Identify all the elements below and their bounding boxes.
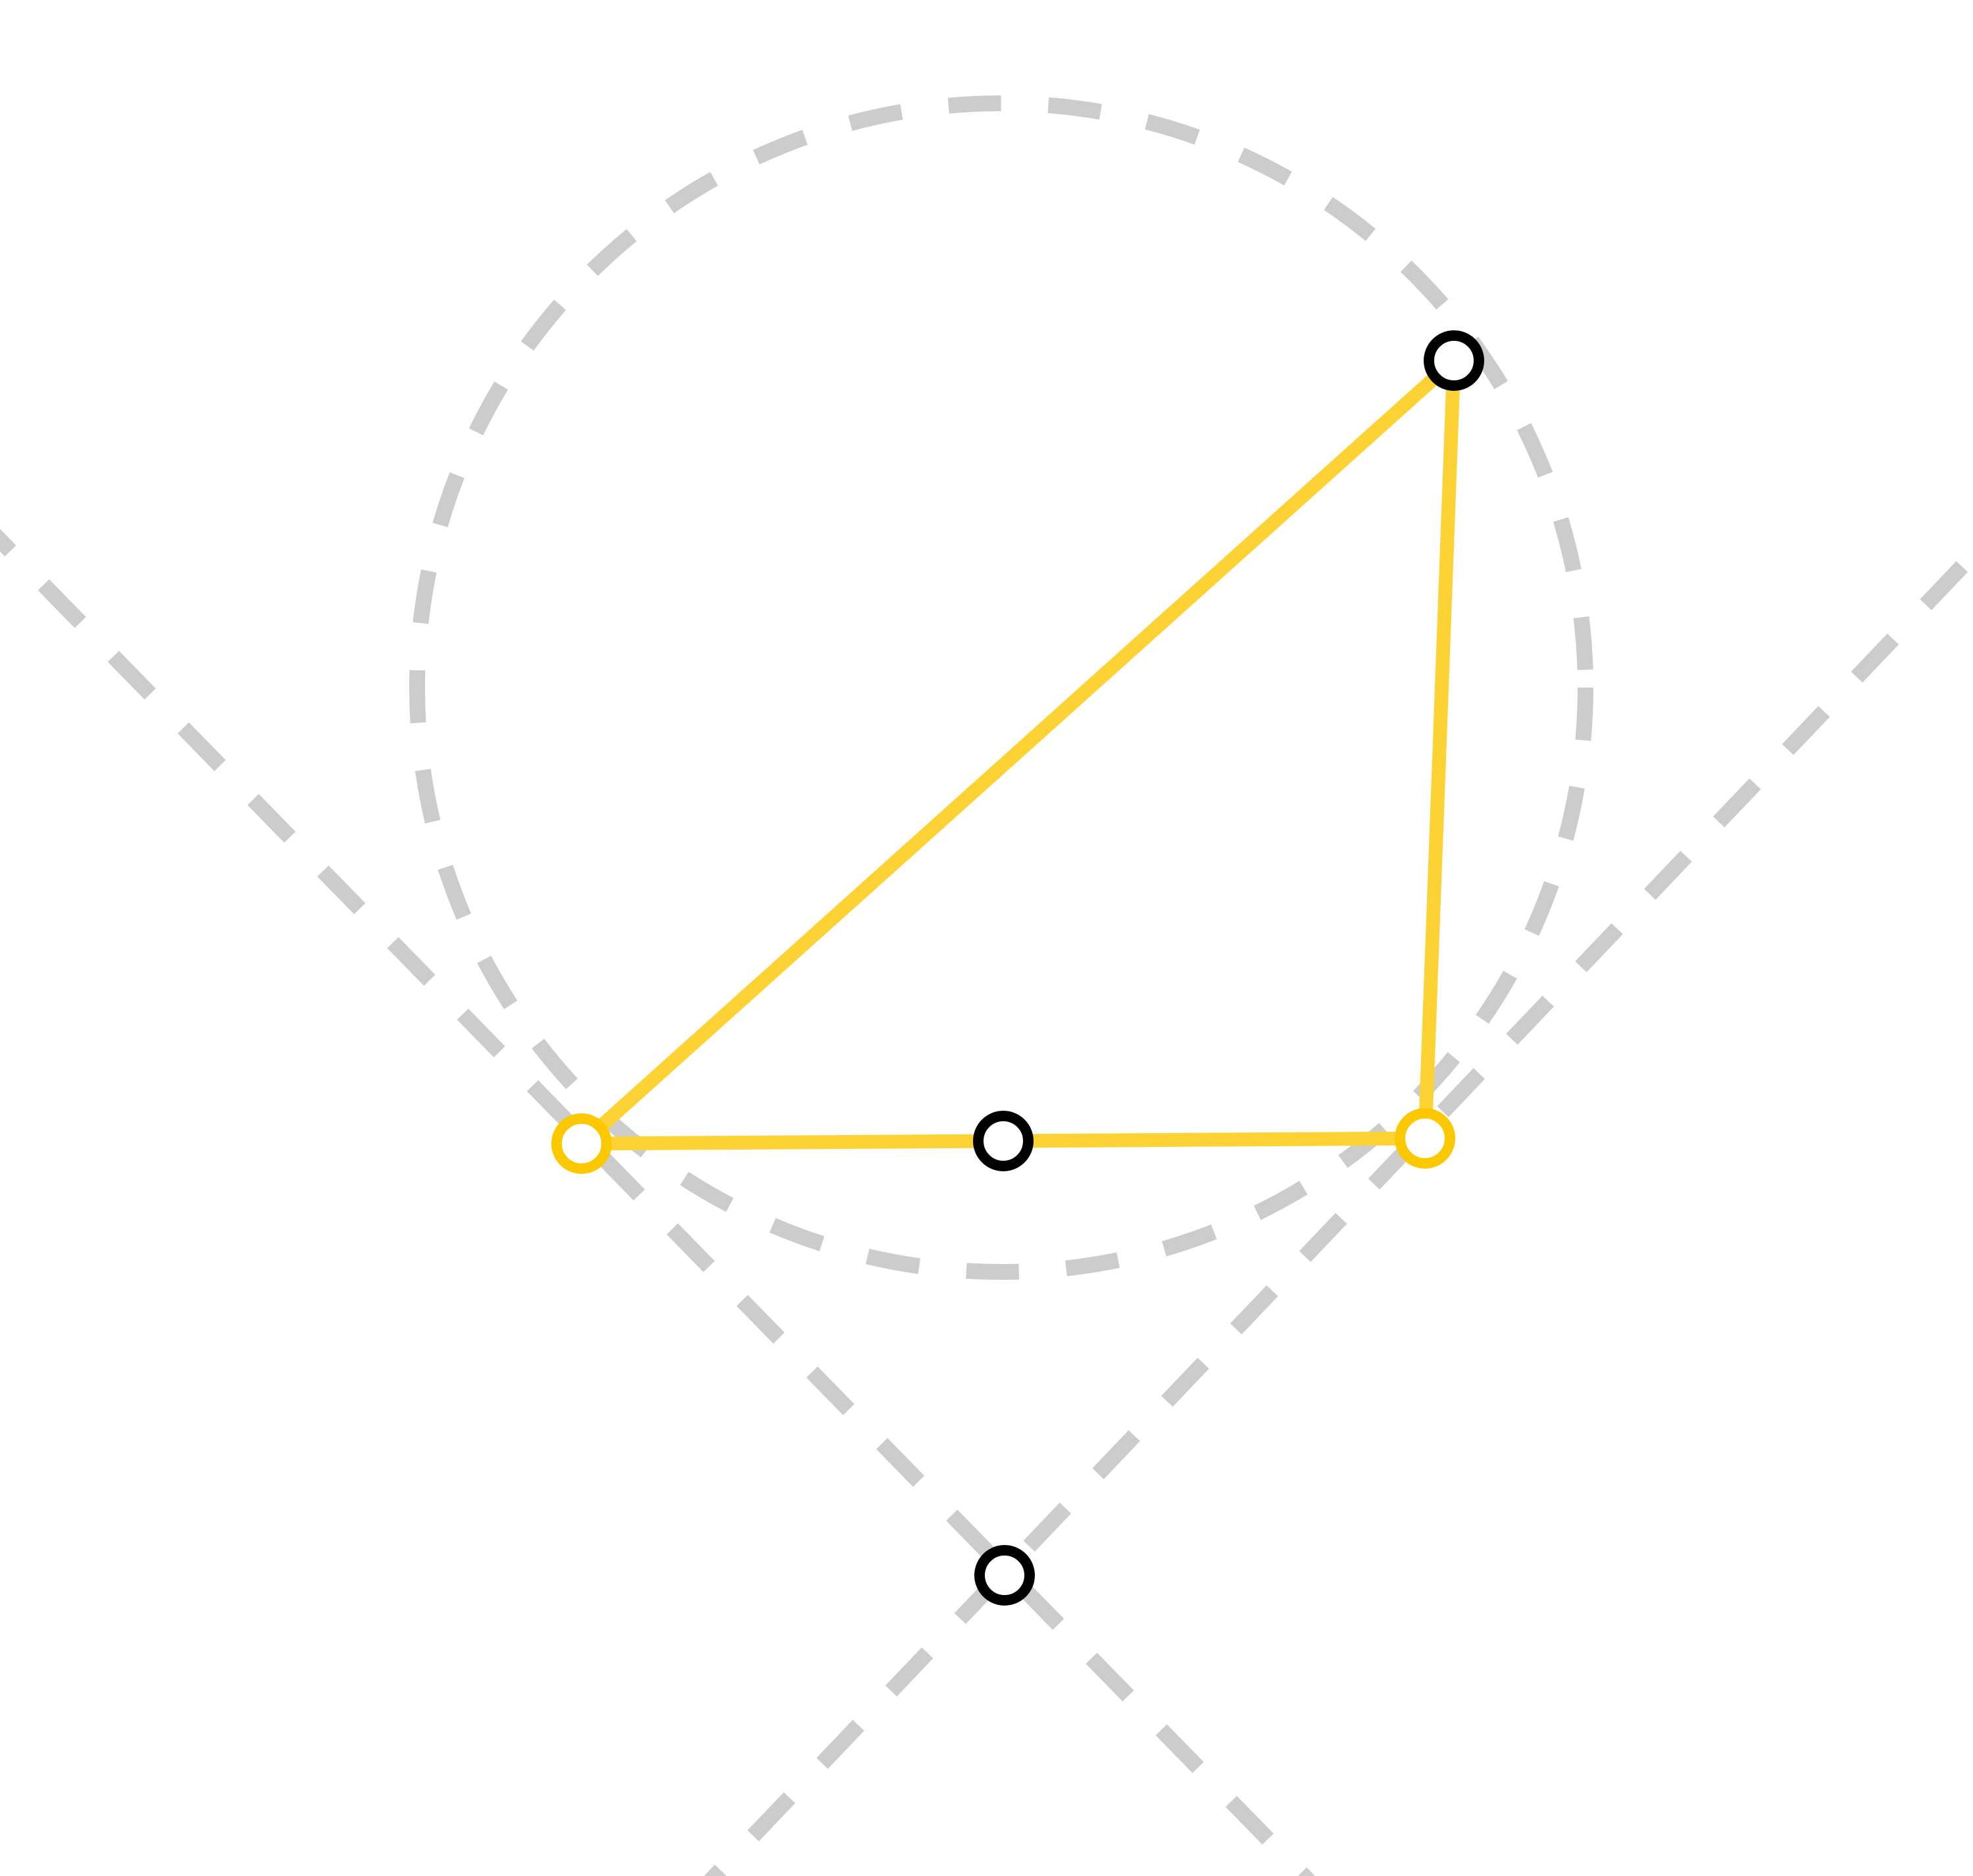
tangent-line-right (704, 544, 1973, 1876)
right-vertex[interactable] (1395, 1108, 1455, 1169)
tangent-intersection[interactable] (974, 1545, 1035, 1606)
tangent-line-left (0, 528, 1315, 1876)
triangle (574, 353, 1461, 1151)
guide-layer (0, 95, 1973, 1876)
right-edge (1418, 353, 1461, 1146)
point-layer (551, 330, 1484, 1606)
left-vertex[interactable] (551, 1113, 612, 1174)
top-vertex[interactable] (1424, 330, 1484, 391)
hypotenuse-edge (574, 353, 1461, 1151)
base-midpoint[interactable] (973, 1111, 1034, 1171)
circumcircle (409, 95, 1593, 1280)
